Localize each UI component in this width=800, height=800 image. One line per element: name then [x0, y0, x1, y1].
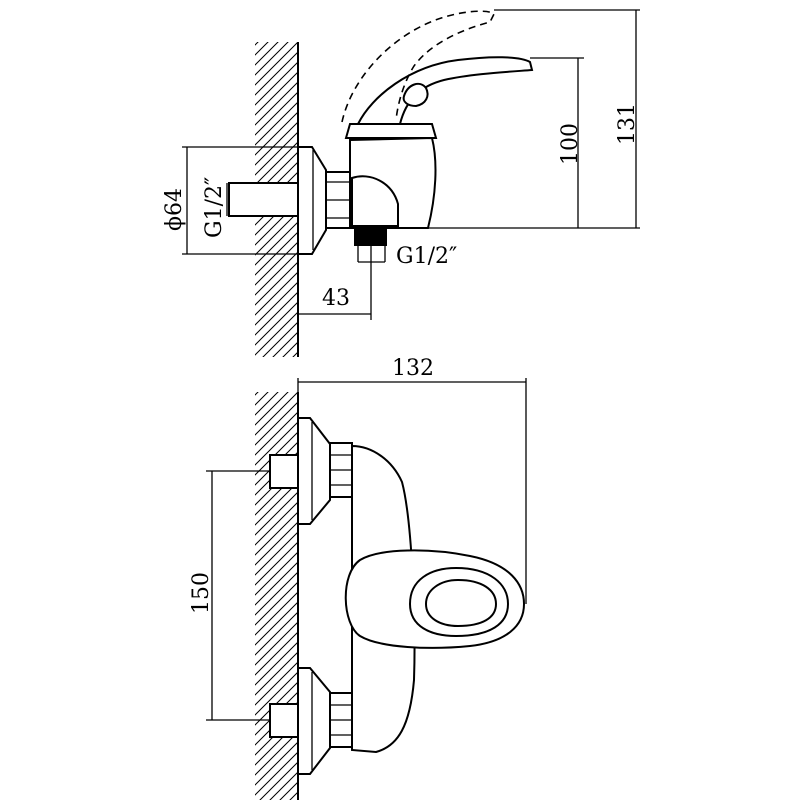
lever-handle-side — [356, 56, 534, 125]
inlet-thread-label: G1/2″ — [202, 177, 227, 238]
total-height-label: 131 — [615, 103, 640, 145]
side-view: ϕ64 G1/2″ G1/2″ 43 100 131 — [162, 9, 640, 357]
upper-flange-front — [297, 417, 331, 525]
outlet-thread-label: G1/2″ — [396, 244, 457, 269]
connection-nut-side — [325, 171, 353, 229]
wall-flange-side — [297, 146, 327, 255]
front-view: 132 150 — [189, 356, 527, 800]
dimension-inlet-spacing: 150 — [189, 470, 270, 721]
dimension-flange-diameter: ϕ64 — [162, 146, 298, 255]
lower-flange-front — [297, 667, 331, 775]
cartridge-cap-side — [344, 123, 438, 139]
overall-width-label: 132 — [392, 356, 434, 381]
inlet-pipe-side — [228, 182, 299, 217]
upper-inlet-pipe — [269, 454, 299, 489]
dimension-outlet-thread: G1/2″ — [396, 244, 457, 269]
upper-nut-front — [329, 442, 353, 498]
lower-inlet-pipe — [269, 703, 299, 738]
dimension-overall-width: 132 — [297, 356, 527, 604]
wall-to-outlet-label: 43 — [322, 286, 350, 311]
dimension-total-height: 131 — [494, 9, 640, 228]
spout-height-label: 100 — [558, 123, 583, 165]
lower-nut-front — [329, 692, 353, 748]
inlet-spacing-label: 150 — [189, 572, 214, 614]
flange-diameter-label: ϕ64 — [162, 188, 187, 231]
wall-section-front — [255, 392, 299, 800]
dimension-wall-to-outlet: 43 — [298, 246, 372, 320]
dimension-inlet-thread: G1/2″ — [202, 177, 228, 238]
dimension-spout-height: 100 — [428, 57, 640, 229]
